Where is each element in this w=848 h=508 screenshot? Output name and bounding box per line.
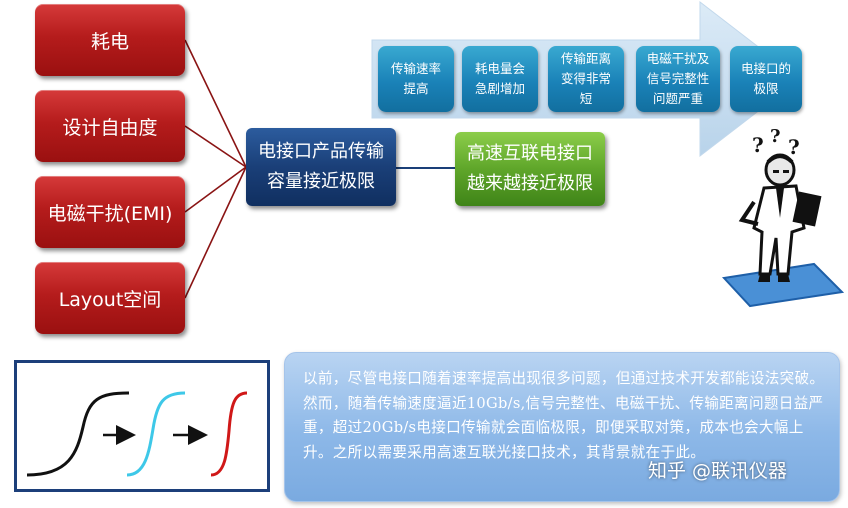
factor-power: 耗电 <box>35 4 185 76</box>
step-line: 短 <box>579 91 593 106</box>
center-conclusion-box: 电接口产品传输 容量接近极限 <box>246 128 396 206</box>
curve-red <box>210 391 248 477</box>
s-curve-panel <box>14 360 270 492</box>
curve-cyan <box>126 391 186 477</box>
watermark: 知乎 @联讯仪器 <box>648 456 787 483</box>
step-line: 信号完整性 <box>646 71 710 86</box>
arrow-step-3: 传输距离 变得非常 短 <box>548 46 624 112</box>
arrow-step-5: 电接口的 极限 <box>730 46 802 112</box>
factor-label: 电磁干扰(EMI) <box>47 202 173 225</box>
watermark-text: 知乎 @联讯仪器 <box>648 460 788 482</box>
description-text: 以前，尽管电接口随着速率提高出现很多问题，但通过技术开发都能设法突破。然而，随着… <box>303 370 825 461</box>
result-line-2: 越来越接近极限 <box>467 173 593 194</box>
arrow-step-4: 电磁干扰及 信号完整性 问题严重 <box>636 46 720 112</box>
step-line: 传输速率 <box>390 61 441 76</box>
step-line: 电接口的 <box>740 61 791 76</box>
factor-design-freedom: 设计自由度 <box>35 90 185 162</box>
factor-label: 设计自由度 <box>62 116 158 139</box>
center-line-2: 容量接近极限 <box>267 171 375 192</box>
factor-layout-space: Layout空间 <box>35 262 185 334</box>
arrow-step-1: 传输速率 提高 <box>378 46 454 112</box>
factor-label: Layout空间 <box>58 288 162 311</box>
step-line: 极限 <box>753 81 779 96</box>
step-line: 急剧增加 <box>474 81 525 96</box>
svg-text:?: ? <box>770 128 781 147</box>
question-marks-thinker-icon: ? ? ? <box>721 128 844 308</box>
result-line-1: 高速互联电接口 <box>467 143 593 164</box>
center-line-1: 电接口产品传输 <box>258 141 384 162</box>
step-line: 变得非常 <box>560 71 611 86</box>
factor-label: 耗电 <box>90 30 129 53</box>
description-panel: 以前，尽管电接口随着速率提高出现很多问题，但通过技术开发都能设法突破。然而，随着… <box>284 352 840 502</box>
s-curve-illustration <box>26 391 248 477</box>
factor-emi: 电磁干扰(EMI) <box>35 176 185 248</box>
svg-text:?: ? <box>788 135 800 159</box>
step-line: 耗电量会 <box>474 61 525 76</box>
svg-text:?: ? <box>752 133 764 157</box>
step-line: 问题严重 <box>652 91 703 106</box>
step-line: 传输距离 <box>560 51 611 66</box>
curve-black <box>26 391 130 477</box>
step-line: 提高 <box>403 81 429 96</box>
result-box: 高速互联电接口 越来越接近极限 <box>455 132 605 206</box>
arrow-step-2: 耗电量会 急剧增加 <box>462 46 538 112</box>
step-line: 电磁干扰及 <box>646 51 710 66</box>
